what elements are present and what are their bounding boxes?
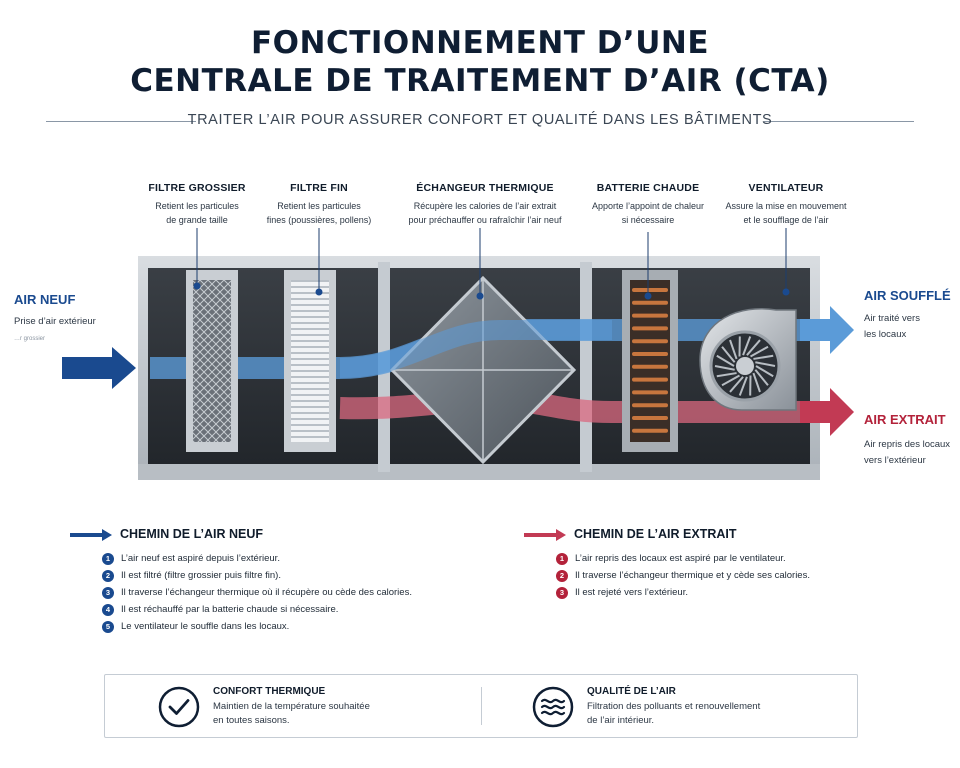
cta-base — [138, 464, 820, 480]
benefit-desc: Filtration des polluants et renouvelleme… — [587, 701, 761, 726]
benefit-title: CONFORT THERMIQUE — [213, 686, 326, 697]
air-neuf-legend-arrow-icon — [70, 529, 112, 541]
subtitle-left-rule — [46, 121, 196, 122]
air-souffle-title: AIR SOUFFLÉ — [864, 288, 951, 303]
air-extrait-arrow — [800, 388, 854, 436]
air-extrait-title: AIR EXTRAIT — [864, 412, 946, 427]
pointer-dots — [193, 282, 790, 300]
heating-coil — [622, 270, 678, 452]
page-title-line1: FONCTIONNEMENT D’UNE — [250, 25, 710, 61]
component-name: BATTERIE CHAUDE — [596, 182, 700, 194]
air-waves-icon — [532, 686, 574, 728]
air-souffle-arrow — [800, 306, 854, 354]
page-title-line2: CENTRALE DE TRAITEMENT D’AIR (CTA) — [130, 63, 830, 99]
chemin-air-extrait-title: CHEMIN DE L’AIR EXTRAIT — [574, 527, 737, 541]
pointer-lines — [196, 228, 787, 296]
air-extrait-legend-arrow-icon — [524, 529, 566, 541]
component-name: ÉCHANGEUR THERMIQUE — [416, 182, 554, 194]
cta-diagram — [62, 228, 854, 480]
label-echangeur-thermique: ÉCHANGEUR THERMIQUE Récupère les calorie… — [385, 182, 585, 227]
fresh-air-crossing — [339, 320, 612, 378]
air-neuf-title: AIR NEUF — [14, 292, 76, 307]
subtitle-right-rule — [764, 121, 914, 122]
page-subtitle: TRAITER L’AIR POUR ASSURER CONFORT ET QU… — [187, 112, 773, 128]
component-name: VENTILATEUR — [748, 182, 824, 194]
frame-post — [580, 262, 592, 472]
benefit-title: QUALITÉ DE L’AIR — [587, 686, 676, 697]
subtitle-row: TRAITER L’AIR POUR ASSURER CONFORT ET QU… — [46, 110, 914, 132]
chemin-air-neuf-title: CHEMIN DE L’AIR NEUF — [120, 527, 264, 541]
component-name: FILTRE FIN — [290, 182, 348, 194]
fan-icon — [699, 308, 797, 411]
benefits-divider — [481, 687, 482, 725]
fine-filter — [284, 270, 336, 452]
component-name: FILTRE GROSSIER — [148, 182, 246, 194]
benefits-box: CONFORT THERMIQUE Maintien de la tempéra… — [104, 674, 858, 738]
air-neuf-arrow — [62, 347, 136, 389]
air-neuf-desc: Prise d’air extérieur…r grossier — [14, 316, 96, 342]
coarse-filter — [186, 270, 238, 452]
label-batterie-chaude: BATTERIE CHAUDE Apporte l’appoint de cha… — [563, 182, 733, 227]
check-circle-icon — [158, 686, 200, 728]
